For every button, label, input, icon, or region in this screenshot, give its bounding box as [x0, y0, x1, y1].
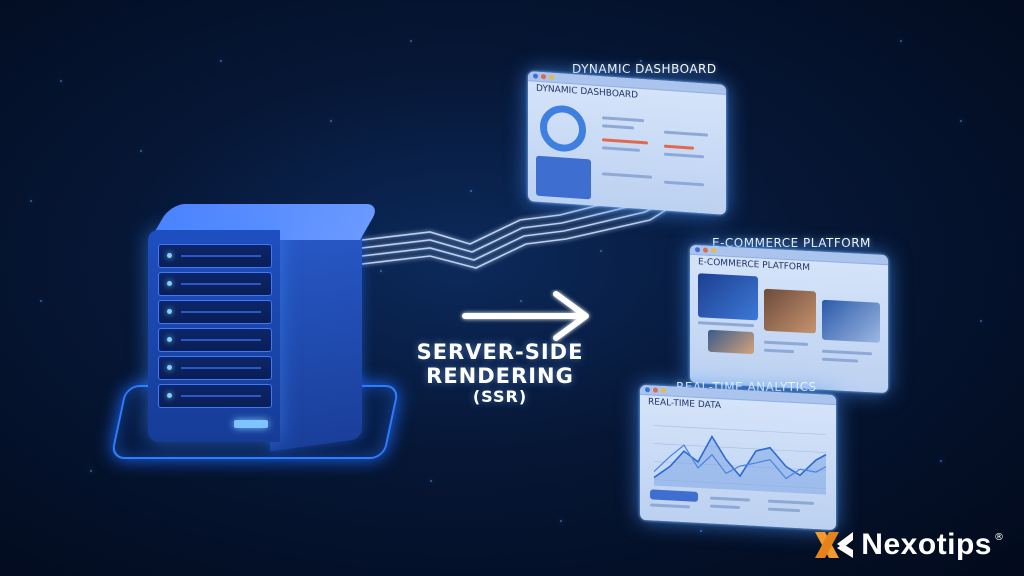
dashboard-widget	[536, 155, 591, 200]
nexotips-logo-icon	[815, 532, 854, 558]
rack-unit	[158, 300, 272, 324]
product-image	[822, 299, 880, 343]
dashboard-panel-title: DYNAMIC DASHBOARD	[572, 62, 717, 76]
ssr-label-line2: RENDERING	[426, 364, 574, 389]
server-icon	[148, 230, 280, 442]
rack-unit	[158, 272, 272, 296]
rack-unit	[158, 244, 272, 268]
rack-unit	[158, 356, 272, 380]
ssr-label: SERVER-SIDE RENDERING (SSR)	[400, 340, 600, 407]
donut-chart-icon	[540, 103, 586, 154]
arrow-right-icon	[462, 291, 589, 341]
ssr-label-line3: (SSR)	[472, 387, 528, 407]
product-image	[708, 329, 754, 355]
analytics-line-graph	[653, 425, 827, 495]
dashboard-panel: DYNAMIC DASHBOARD	[528, 71, 726, 215]
status-led	[234, 420, 268, 428]
rack-unit	[158, 384, 272, 408]
registered-mark: ®	[994, 532, 1004, 543]
brand-name: Nexotips	[861, 528, 992, 561]
analytics-panel: REAL-TIME DATA	[640, 384, 836, 531]
server-side-face	[270, 223, 362, 452]
product-image	[764, 288, 816, 334]
ecommerce-panel-title: E-COMMERCE PLATFORM	[712, 236, 871, 250]
ssr-label-line1: SERVER-SIDE	[416, 340, 584, 364]
ecommerce-panel: E-COMMERCE PLATFORM	[690, 244, 888, 394]
rack-unit	[158, 328, 272, 352]
nexotips-logo: Nexotips ®	[813, 528, 1004, 562]
product-image	[698, 273, 758, 321]
